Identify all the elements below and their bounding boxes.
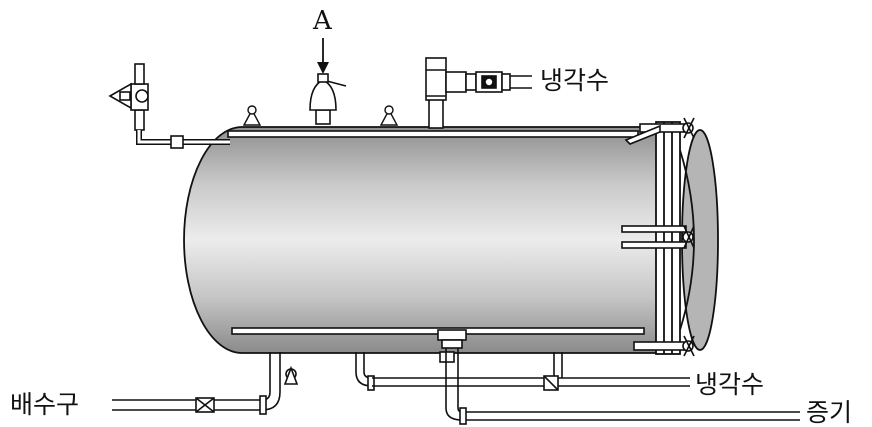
cooling-water-inlet-top bbox=[425, 57, 532, 129]
label-cooling-water-bottom: 냉각수 bbox=[695, 370, 765, 399]
door-clamp-bottom bbox=[633, 335, 695, 357]
vessel-door bbox=[655, 121, 695, 355]
label-drain: 배수구 bbox=[10, 390, 80, 419]
top-fitting-1 bbox=[242, 105, 262, 126]
top-fitting-2 bbox=[379, 105, 399, 126]
label-cooling-water-top: 냉각수 bbox=[540, 66, 610, 95]
steam-line bbox=[437, 329, 800, 425]
vessel-shell bbox=[183, 126, 719, 354]
pressure-gauge-a bbox=[309, 73, 347, 125]
label-point-a: A bbox=[313, 6, 332, 36]
safety-valve-left bbox=[108, 63, 230, 149]
drain-line bbox=[112, 352, 299, 415]
label-steam: 증기 bbox=[806, 398, 853, 427]
arrow-a bbox=[317, 38, 329, 74]
cooling-water-line-bottom bbox=[355, 351, 690, 391]
internal-spray-pipe-top bbox=[227, 130, 639, 138]
door-clamp-middle bbox=[621, 225, 695, 249]
door-clamp-top bbox=[624, 117, 695, 145]
